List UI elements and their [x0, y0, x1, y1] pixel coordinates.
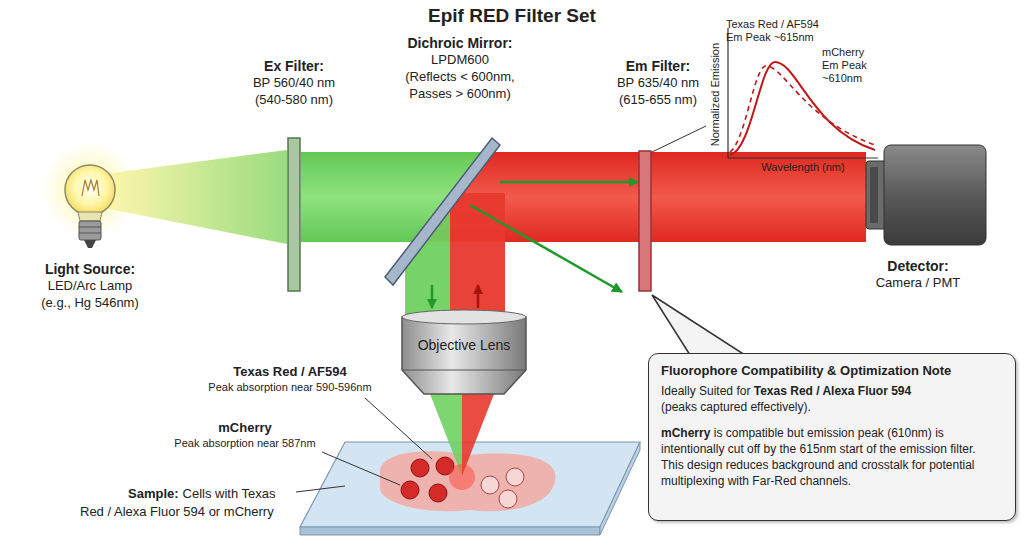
slide-side — [600, 442, 640, 535]
note-text: (peaks captured effectively). — [661, 400, 811, 414]
leader-line — [365, 398, 432, 459]
curve-label: Em Peak ~615nm — [726, 31, 814, 44]
component-heading: Detector: — [848, 257, 988, 275]
absorption-note: Peak absorption near 590-596nm — [180, 381, 400, 394]
curve-label: Em Peak — [822, 59, 867, 72]
excitation-light-cone — [104, 150, 287, 244]
light-source: Light Source:LED/Arc Lamp(e.g., Hg 546nm… — [62, 160, 118, 250]
note-heading: Fluorophore Compatibility & Optimization… — [661, 363, 951, 378]
axis-label: Wavelength (nm) — [743, 161, 863, 174]
curve-label: mCherry — [822, 46, 864, 59]
labelled-cell — [401, 481, 419, 499]
emission-arrow — [477, 285, 480, 308]
mcherry-emission-curve — [730, 66, 875, 152]
component-spec: BP 560/40 nm — [214, 75, 374, 92]
note-text: mCherry — [661, 426, 710, 440]
component-heading: Light Source: — [22, 260, 158, 278]
callout-tail — [652, 295, 745, 355]
component-spec: (e.g., Hg 546nm) — [22, 295, 158, 312]
focused-red-cone — [462, 394, 494, 476]
dichroic-mirror-shape — [385, 138, 500, 285]
excitation-filter: Ex Filter:BP 560/40 nm(540-580 nm) — [287, 137, 301, 292]
component-heading: Dichroic Mirror: — [390, 34, 530, 52]
pale-cell — [481, 476, 499, 494]
sample-heading: Sample: — [128, 486, 179, 502]
curve-label: Texas Red / AF594 — [726, 18, 819, 31]
component-spec: LED/Arc Lamp — [22, 278, 158, 295]
emission-filter-shape — [638, 150, 652, 292]
component-spec: (Reflects < 600nm, Passes > 600nm) — [390, 69, 530, 103]
graph-axis — [727, 28, 728, 158]
graph-axis — [728, 157, 878, 158]
optimization-note: Fluorophore Compatibility & Optimization… — [648, 353, 1016, 521]
curve-label: ~610nm — [822, 72, 862, 85]
sample-text: Cells with Texas — [183, 486, 276, 502]
emission-filter: Em Filter:BP 635/40 nm(615-655 nm) — [638, 150, 652, 292]
focus-spot — [449, 464, 475, 490]
slide-edge — [300, 527, 600, 535]
fluorophore-name: mCherry — [145, 420, 345, 436]
pale-cell — [506, 468, 524, 486]
lens-label: Objective Lens — [398, 336, 530, 354]
red-beam-up — [450, 193, 505, 318]
labelled-cell — [429, 484, 447, 502]
objective-lens: Objective Lens — [398, 308, 530, 396]
light-source-shape — [62, 160, 118, 250]
component-spec: LPDM600 — [390, 52, 530, 69]
component-spec: (540-580 nm) — [214, 92, 374, 109]
leader-line — [296, 486, 345, 492]
labelled-cell — [411, 459, 429, 477]
absorption-note: Peak absorption near 587nm — [145, 437, 345, 450]
detector-camera-shape — [866, 145, 986, 245]
reflected-green-arrow — [470, 205, 622, 292]
leader-line — [322, 452, 400, 485]
dichroic-mirror: Dichroic Mirror:LPDM600(Reflects < 600nm… — [385, 138, 500, 285]
note-text: Ideally Suited for — [661, 384, 750, 398]
excitation-filter-shape — [287, 137, 301, 292]
component-spec: Camera / PMT — [848, 275, 988, 292]
detector-camera: Detector:Camera / PMT — [866, 145, 986, 245]
note-text: Texas Red / Alexa Fluor 594 — [754, 384, 911, 398]
excitation-arrow — [431, 285, 434, 308]
axis-label: Normalized Emission — [709, 35, 722, 155]
leader-line — [652, 126, 706, 152]
texas-red-emission-curve — [730, 62, 875, 155]
sample-text: Red / Alexa Fluor 594 or mCherry — [80, 504, 274, 520]
component-heading: Ex Filter: — [214, 57, 374, 75]
note-text: This design reduces background and cross… — [661, 458, 975, 488]
fluorophore-name: Texas Red / AF594 — [180, 364, 400, 380]
blocked-excitation-arrow — [500, 181, 638, 184]
focused-green-cone — [430, 394, 462, 476]
pale-cell — [499, 490, 517, 508]
diagram-title: Epif RED Filter Set — [0, 5, 1024, 27]
